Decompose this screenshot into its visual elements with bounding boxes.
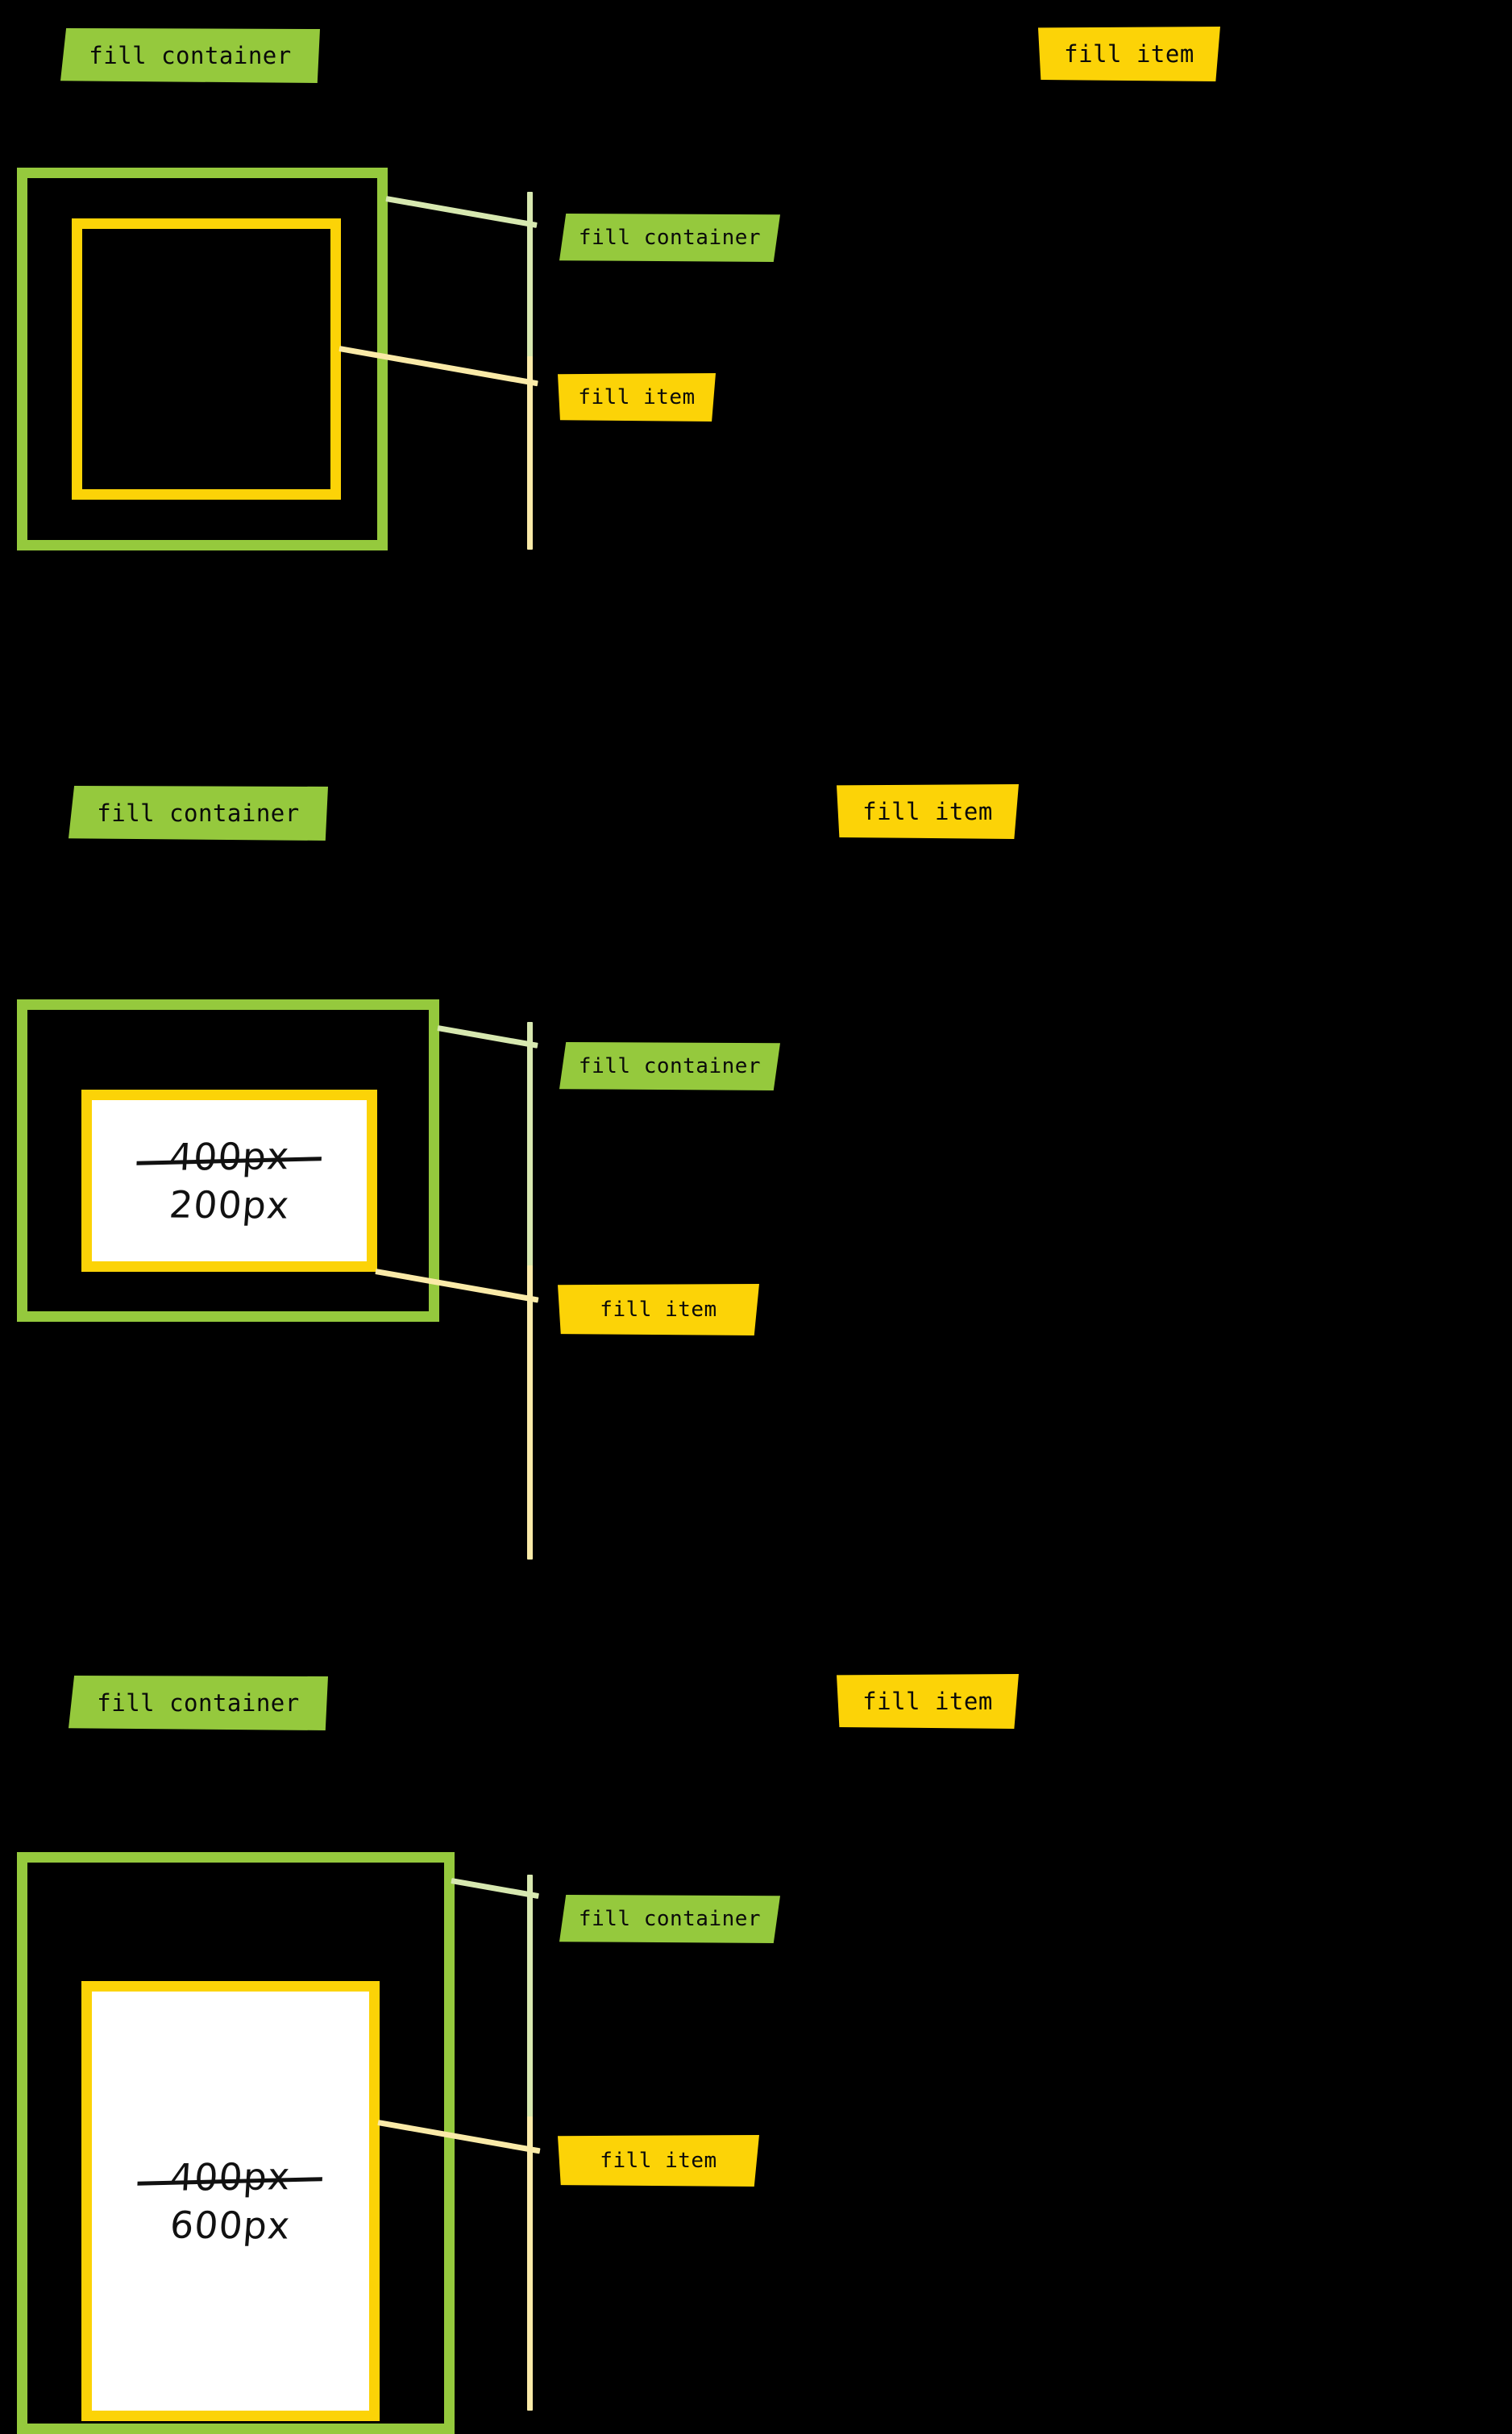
section-1-heading-fill-item: fill item [1038,27,1220,81]
section-3-dimension-old: 400px [164,2154,297,2199]
section-3-item-box: 400px 600px [81,1981,380,2421]
section-3-item-bracket [527,2116,533,2411]
section-3-dimension-new: 600px [168,2203,293,2248]
section-3-heading-fill-item: fill item [837,1674,1019,1729]
section-1-container-box [17,168,388,550]
section-2-heading-fill-container: fill container [69,786,328,841]
section-2-callout-fill-container: fill container [559,1042,780,1090]
section-2-callout-fill-item: fill item [558,1284,759,1335]
section-1-callout-fill-container: fill container [559,214,780,262]
section-1-item-box [72,218,341,500]
section-2-dimension-old: 400px [163,1134,295,1179]
section-2-dimension-annotation: 400px 200px [92,1100,367,1261]
section-1-callout-fill-item: fill item [558,373,716,422]
section-3-callout-fill-item: fill item [558,2135,759,2187]
section-1-item-bracket [527,356,533,550]
section-2-container-leader-line [437,1025,538,1049]
section-2-container-bracket [527,1022,533,1372]
section-2-dimension-new: 200px [167,1182,292,1227]
section-3-dimension-annotation: 400px 600px [92,1992,369,2411]
section-3-heading-fill-container: fill container [69,1676,328,1730]
section-1-container-leader-line [385,196,538,228]
section-3-container-leader-line [451,1878,539,1900]
section-2-container-box [17,999,439,1322]
section-3-callout-fill-container: fill container [559,1895,780,1943]
section-2-item-box: 400px 200px [81,1090,377,1272]
section-1-heading-fill-container: fill container [60,28,320,83]
section-2-heading-fill-item: fill item [837,784,1019,839]
section-3-container-box [17,1852,455,2434]
section-3-container-bracket [527,1875,533,2224]
section-2-item-bracket [527,1265,533,1560]
